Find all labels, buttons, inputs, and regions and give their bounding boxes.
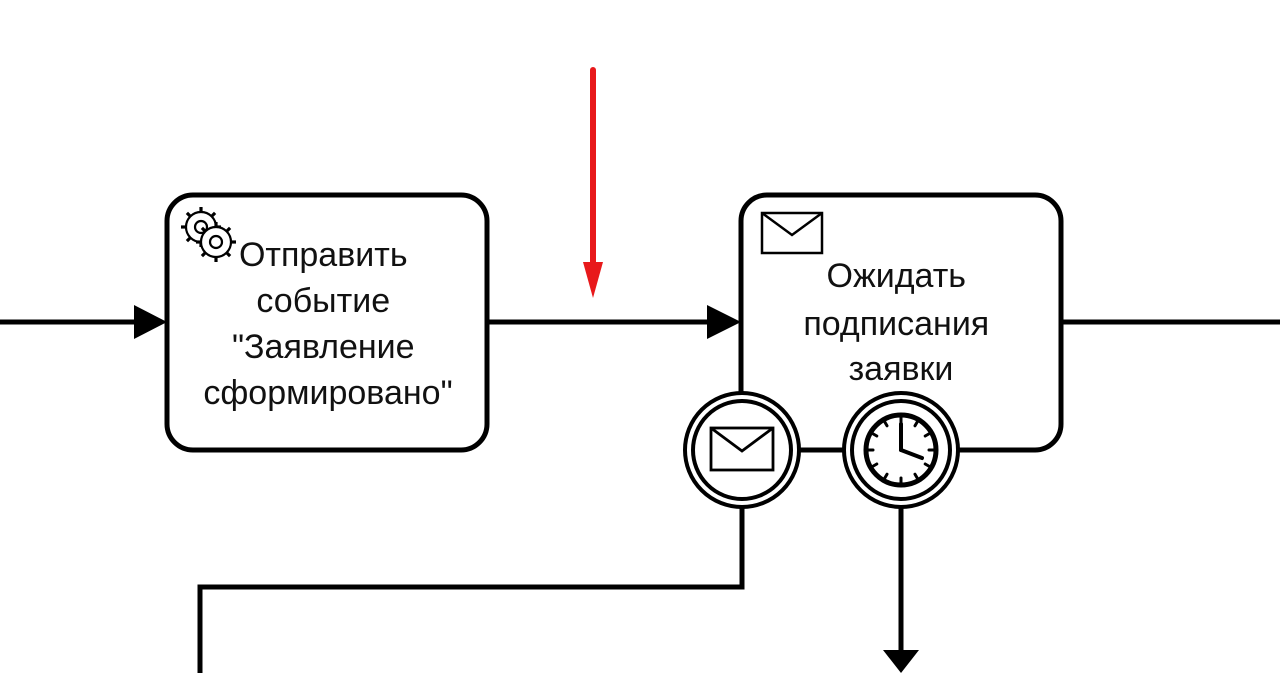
send-event-task-label-line-1: Отправить <box>239 236 408 274</box>
arrowhead-into-send-task <box>134 305 167 339</box>
wait-signing-task-label-line-2: подписания <box>803 305 989 343</box>
wait-signing-task[interactable]: Ожидать подписания заявки <box>738 192 1064 453</box>
send-event-task-label: Отправить событие "Заявление сформирован… <box>203 236 452 412</box>
clock-tick <box>882 419 889 428</box>
send-event-task-label-line-4: сформировано" <box>203 374 452 412</box>
message-event-outgoing-flow[interactable] <box>197 508 745 673</box>
clock-tick <box>913 419 920 428</box>
clock-tick <box>870 431 879 438</box>
wait-signing-task-label-line-1: Ожидать <box>827 257 966 295</box>
red-arrow-icon <box>583 67 603 298</box>
timer-boundary-event[interactable] <box>842 391 960 509</box>
clock-tick <box>923 462 932 469</box>
send-event-task-label-line-2: событие <box>256 282 390 320</box>
arrowhead-down-timer-flow <box>883 650 919 673</box>
message-boundary-event[interactable] <box>683 391 801 509</box>
wait-signing-task-label: Ожидать подписания заявки <box>803 257 998 388</box>
clock-tick <box>913 472 920 481</box>
send-event-task-box[interactable] <box>164 192 490 453</box>
wait-signing-task-label-line-3: заявки <box>849 350 954 388</box>
gears-icon <box>181 207 236 262</box>
clock-tick <box>923 431 932 438</box>
clock-tick <box>882 472 889 481</box>
send-event-task-label-line-3: "Заявление <box>232 328 415 366</box>
arrowhead-into-wait-task <box>707 305 741 339</box>
clock-tick <box>870 462 879 469</box>
sequence-flows <box>0 319 1280 673</box>
clock-icon <box>863 412 939 488</box>
envelope-icon <box>760 211 824 255</box>
envelope-icon <box>709 426 775 472</box>
send-event-task[interactable]: Отправить событие "Заявление сформирован… <box>164 192 490 453</box>
